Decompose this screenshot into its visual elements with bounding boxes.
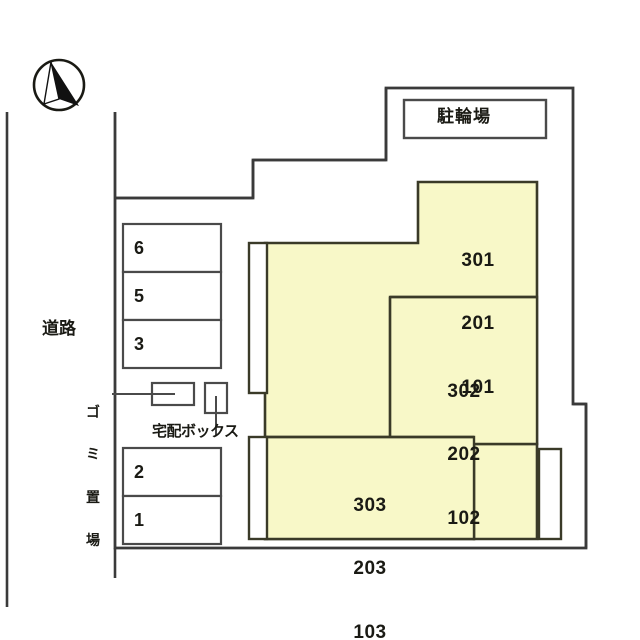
parking-stall-label-1: 1 bbox=[134, 510, 145, 530]
unit-room-201: 201 bbox=[461, 313, 495, 335]
north-arrow-icon bbox=[32, 58, 86, 112]
parking-stall-label-3: 3 bbox=[134, 334, 145, 354]
bicycle-parking-label: 駐輪場 bbox=[437, 107, 491, 127]
parking-stall-label-6: 6 bbox=[134, 238, 145, 258]
bicycle-parking-box bbox=[402, 98, 548, 140]
parking-stall-3 bbox=[121, 318, 223, 370]
trash-area-label: ゴ ミ 置 場 bbox=[84, 377, 102, 577]
site-boundary-right-step bbox=[573, 402, 588, 548]
building-recess-lower bbox=[247, 435, 269, 541]
parking-stall-label-2: 2 bbox=[134, 462, 145, 482]
road-label: 道路 bbox=[42, 319, 76, 339]
parking-stall-group bbox=[121, 222, 223, 546]
unit-room-302: 302 bbox=[447, 380, 481, 402]
delivery-box-label: 宅配ボックス bbox=[152, 422, 239, 440]
parking-stall-1 bbox=[121, 494, 223, 546]
parking-stall-label-5: 5 bbox=[134, 286, 145, 306]
trash-label-char-3: 場 bbox=[86, 532, 100, 549]
unit-room-101: 101 bbox=[461, 377, 495, 399]
unit-label-center-wing: 302 202 102 bbox=[428, 338, 500, 572]
unit-room-301: 301 bbox=[461, 249, 495, 271]
unit-room-102: 102 bbox=[447, 508, 481, 530]
trash-label-char-1: ミ bbox=[86, 447, 100, 464]
unit-room-202: 202 bbox=[447, 444, 481, 466]
trash-label-char-0: ゴ bbox=[86, 404, 100, 421]
building-recess-upper bbox=[247, 241, 269, 395]
unit-room-303: 303 bbox=[353, 494, 387, 516]
unit-room-103: 103 bbox=[353, 622, 387, 640]
unit-room-203: 203 bbox=[353, 558, 387, 580]
trash-label-char-2: 置 bbox=[86, 490, 100, 507]
building-recess-right bbox=[537, 447, 563, 541]
unit-label-north-wing: 301 201 101 bbox=[442, 207, 514, 441]
unit-label-south-wing: 303 203 103 bbox=[334, 452, 406, 640]
site-boundary-steps bbox=[115, 88, 388, 200]
